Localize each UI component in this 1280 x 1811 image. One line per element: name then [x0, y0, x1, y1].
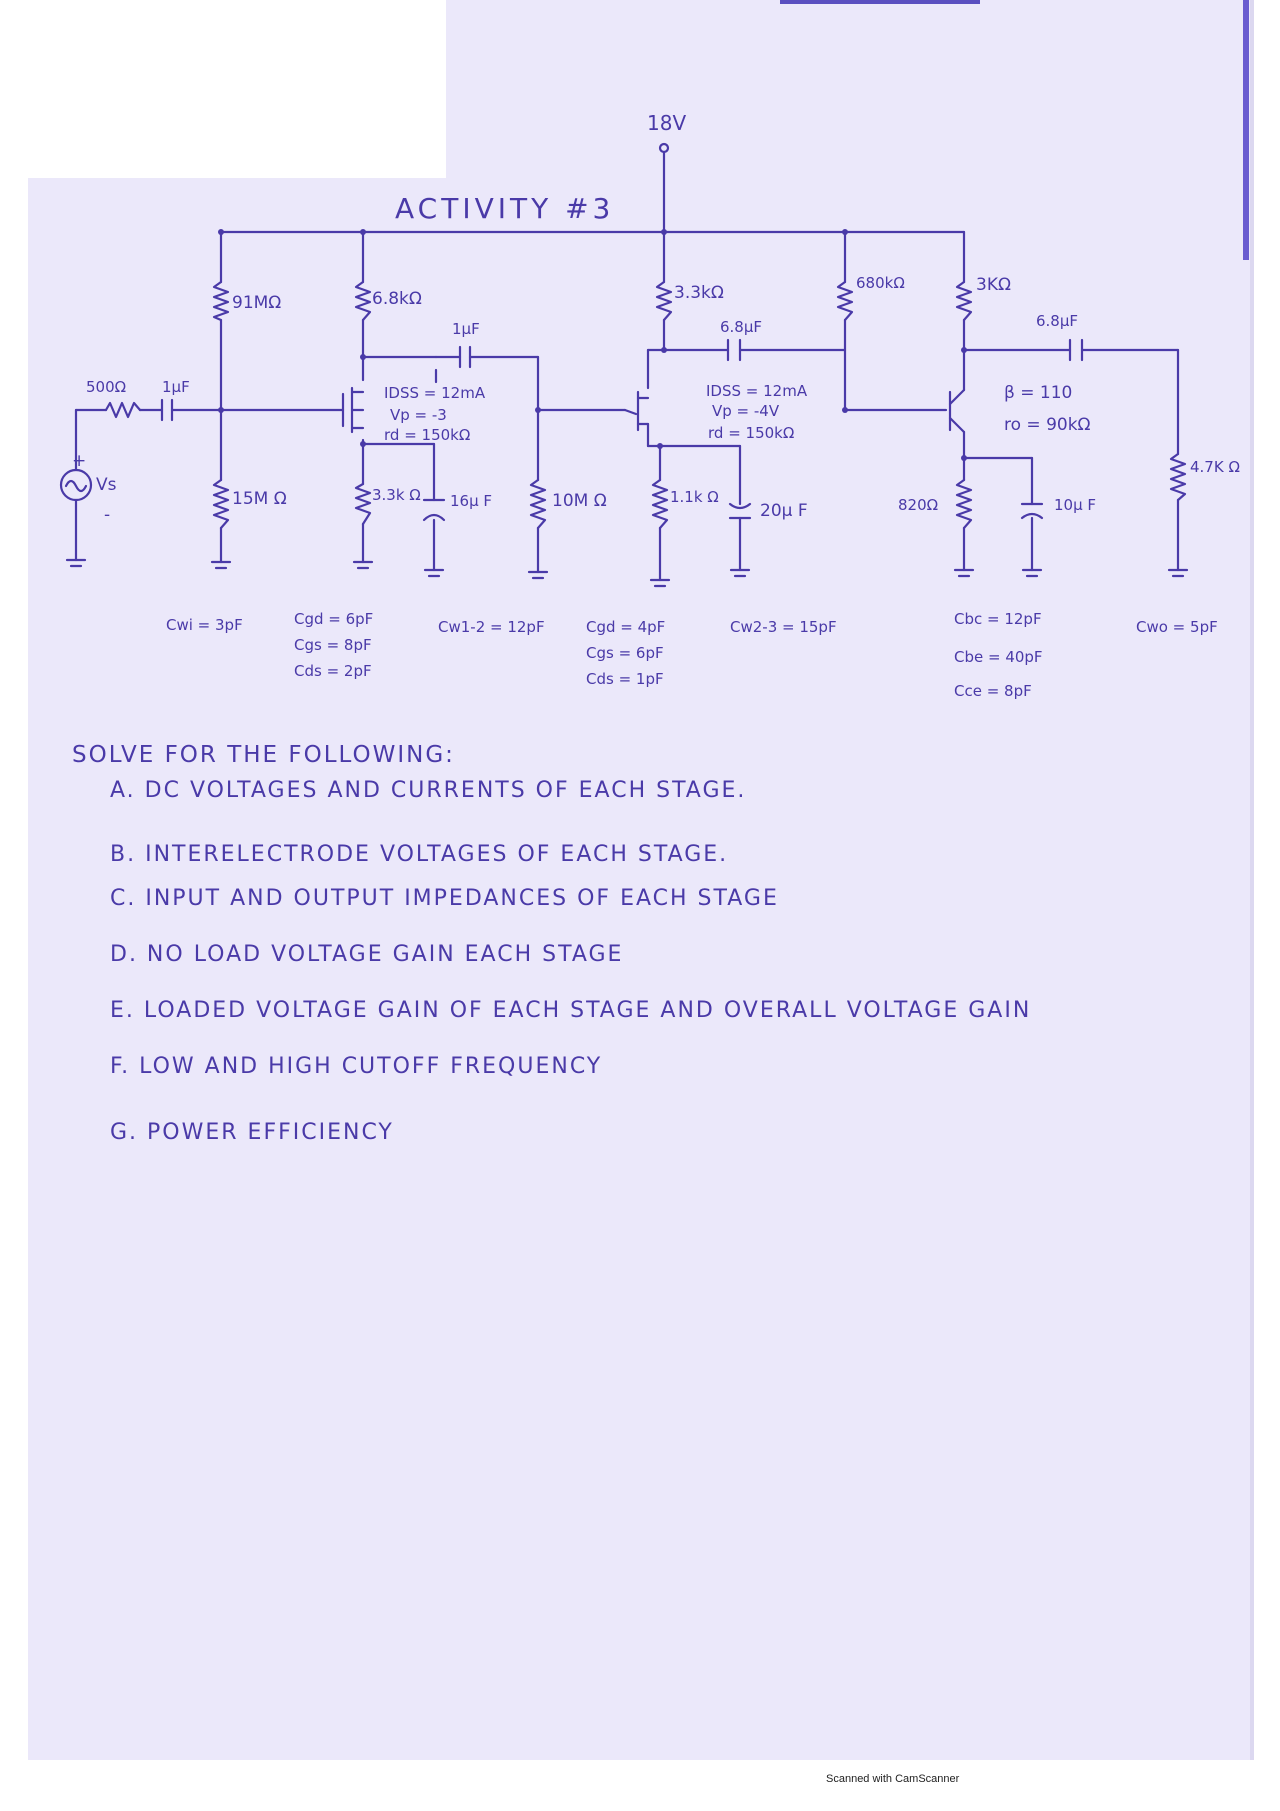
cap-cwo: Cwo = 5pF [1136, 618, 1218, 636]
load-resistance-label: 4.7K Ω [1190, 458, 1240, 476]
source-minus: - [104, 505, 110, 525]
stage2-rd-param: rd = 150kΩ [708, 424, 794, 442]
stage3-rc-label: 3KΩ [976, 275, 1011, 295]
circuit-wires [74, 142, 1180, 582]
stage1-cs-label: 16μ F [450, 492, 492, 510]
question-item: C. INPUT AND OUTPUT IMPEDANCES OF EACH S… [110, 886, 779, 911]
cap-cw23: Cw2-3 = 15pF [730, 618, 837, 636]
stage2-coupling-label: 6.8μF [720, 318, 762, 336]
stage3-rb-label: 680kΩ [856, 274, 905, 292]
cap-stage2-cgs: Cgs = 6pF [586, 644, 664, 662]
source-coupling-cap: 1μF [162, 378, 190, 396]
stage1-coupling-label: 1μF [452, 320, 480, 338]
stage2-vp: Vp = -4V [712, 402, 780, 420]
resistor-symbols [104, 280, 1187, 530]
redacted-area [0, 0, 446, 178]
question-item: F. LOW AND HIGH CUTOFF FREQUENCY [110, 1054, 603, 1079]
cap-cw12: Cw1-2 = 12pF [438, 618, 545, 636]
stage3-ce-label: 10μ F [1054, 496, 1096, 514]
cap-stage2-cds: Cds = 1pF [586, 670, 664, 688]
stage3-beta: β = 110 [1004, 383, 1072, 403]
scan-edge-right [1243, 0, 1249, 260]
cap-stage3-cce: Cce = 8pF [954, 682, 1032, 700]
junction-dots [218, 229, 967, 461]
source-plus: + [72, 451, 86, 471]
stage3-ro: ro = 90kΩ [1004, 415, 1091, 435]
paper-sheet [28, 0, 1254, 1760]
stage2-rs-label: 1.1k Ω [670, 488, 719, 506]
cap-stage1-cgs: Cgs = 8pF [294, 636, 372, 654]
stage1-idss: IDSS = 12mA [384, 384, 486, 402]
stage2-rd-label: 3.3kΩ [674, 283, 724, 303]
stage3-coupling-label: 6.8μF [1036, 312, 1078, 330]
questions-header: SOLVE FOR THE FOLLOWING: [72, 742, 455, 768]
question-item: B. INTERELECTRODE VOLTAGES OF EACH STAGE… [110, 842, 729, 867]
stage1-rd-label: 6.8kΩ [372, 289, 422, 309]
ground-symbols [65, 558, 1189, 588]
scan-edge-top [780, 0, 980, 4]
source-resistance: 500Ω [86, 378, 126, 396]
stage1-r2-label: 15M Ω [232, 489, 287, 509]
stage2-idss: IDSS = 12mA [706, 382, 808, 400]
question-item: A. DC VOLTAGES AND CURRENTS OF EACH STAG… [110, 778, 747, 803]
supply-voltage: 18V [647, 111, 686, 135]
question-item: E. LOADED VOLTAGE GAIN OF EACH STAGE AND… [110, 998, 1032, 1023]
activity-title: ACTIVITY #3 [395, 192, 614, 225]
question-item: D. NO LOAD VOLTAGE GAIN EACH STAGE [110, 942, 624, 967]
cap-stage1-cgd: Cgd = 6pF [294, 610, 373, 628]
stage2-cs-label: 20μ F [760, 501, 808, 521]
source-label: Vs [96, 475, 117, 495]
stage1-r1-label: 91MΩ [232, 293, 281, 313]
cap-stage3-cbc: Cbc = 12pF [954, 610, 1042, 628]
stage1-rs-label: 3.3k Ω [372, 486, 421, 504]
cap-stage3-cbe: Cbe = 40pF [954, 648, 1043, 666]
circuit-diagram: 18V ACTIVITY #3 500Ω 1μF Vs + - 91MΩ 15M… [59, 111, 1240, 700]
capacitor-symbols [160, 338, 1084, 522]
stage1-rd-param: rd = 150kΩ [384, 426, 470, 444]
ac-source-symbol [59, 468, 93, 502]
stage3-re-label: 820Ω [898, 496, 938, 514]
cap-stage1-cds: Cds = 2pF [294, 662, 372, 680]
cap-cwi: Cwi = 3pF [166, 616, 243, 634]
question-item: G. POWER EFFICIENCY [110, 1120, 394, 1145]
stage1-rg-next-label: 10M Ω [552, 491, 607, 511]
stage1-vp: Vp = -3 [390, 406, 447, 424]
cap-stage2-cgd: Cgd = 4pF [586, 618, 665, 636]
scanner-watermark: Scanned with CamScanner [826, 1773, 960, 1785]
